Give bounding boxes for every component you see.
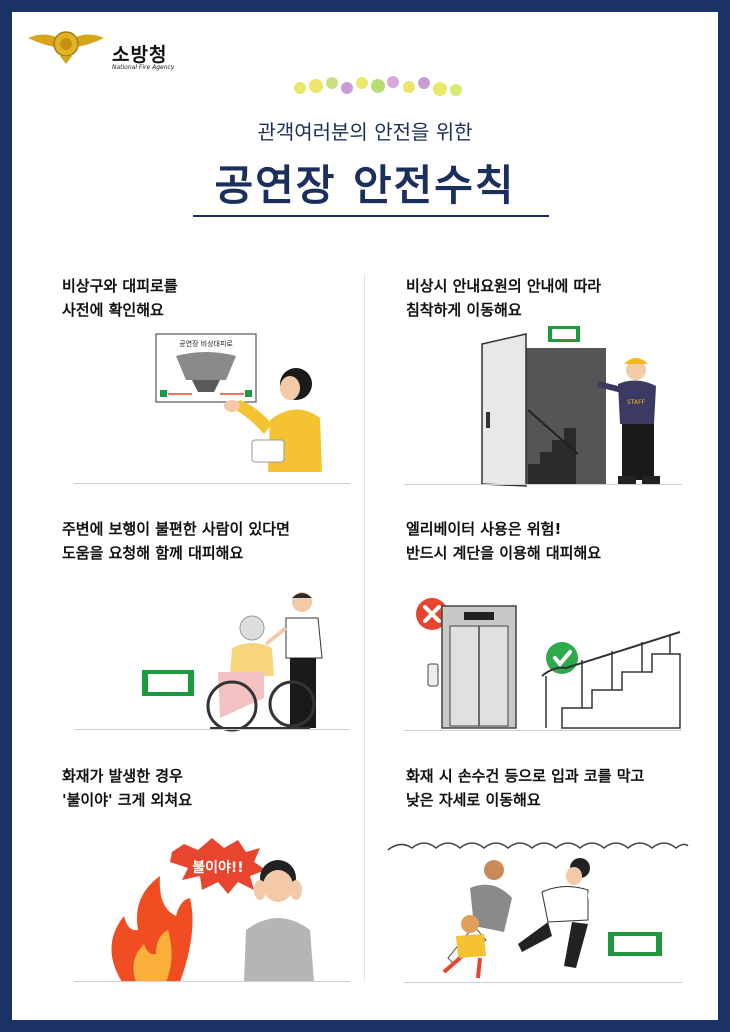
rule-help-others: 주변에 보행이 불편한 사람이 있다면 도움을 요청해 함께 대피해요 bbox=[62, 517, 358, 565]
item-baseline bbox=[404, 730, 682, 731]
poster-title: 공연장 안전수칙 bbox=[214, 161, 516, 210]
agency-english-name: National Fire Agency bbox=[112, 64, 175, 71]
poster: 소방청 National Fire Agency 관객여러분의 안전을 위한 공… bbox=[12, 12, 718, 1020]
title-underline bbox=[193, 215, 549, 217]
rule-check-exits: 비상구와 대피로를 사전에 확인해요 bbox=[62, 274, 352, 322]
smoke-escape-icon bbox=[387, 842, 689, 979]
item-baseline bbox=[404, 982, 682, 983]
agency-name: 소방청 bbox=[112, 44, 168, 66]
agency-logo: 소방청 National Fire Agency bbox=[26, 24, 186, 72]
agency-emblem-icon bbox=[28, 31, 104, 64]
rule-title: 엘리베이터 사용은 위험! 반드시 계단을 이용해 대피해요 bbox=[406, 520, 602, 562]
rule-shout-fire: 화재가 발생한 경우 '불이야' 크게 외쳐요 bbox=[62, 764, 352, 812]
rule-use-stairs: 엘리베이터 사용은 위험! 반드시 계단을 이용해 대피해요 bbox=[406, 517, 706, 565]
svg-text:STAFF: STAFF bbox=[627, 399, 646, 406]
column-divider bbox=[364, 274, 365, 980]
decorative-dots bbox=[294, 76, 462, 96]
item-baseline bbox=[404, 484, 682, 485]
svg-text:불이야!!: 불이야!! bbox=[192, 859, 243, 876]
rule-title: 비상시 안내요원의 안내에 따라 침착하게 이동해요 bbox=[406, 277, 602, 319]
item-baseline bbox=[74, 729, 350, 730]
poster-subtitle: 관객여러분의 안전을 위한 bbox=[257, 120, 473, 144]
rule-cover-mouth: 화재 시 손수건 등으로 입과 코를 막고 낮은 자세로 이동해요 bbox=[406, 764, 706, 812]
svg-text:공연장 비상대피로: 공연장 비상대피로 bbox=[179, 339, 233, 348]
rule-follow-staff: 비상시 안내요원의 안내에 따라 침착하게 이동해요 bbox=[406, 274, 706, 322]
exit-door-staff-icon: STAFF bbox=[481, 326, 660, 487]
rule-title: 화재가 발생한 경우 '불이야' 크게 외쳐요 bbox=[62, 767, 193, 809]
item-baseline bbox=[74, 483, 350, 484]
rule-title: 주변에 보행이 불편한 사람이 있다면 도움을 요청해 함께 대피해요 bbox=[62, 520, 290, 562]
rule-title: 화재 시 손수건 등으로 입과 코를 막고 낮은 자세로 이동해요 bbox=[406, 767, 645, 809]
item-baseline bbox=[74, 981, 350, 982]
wheelchair-assist-icon bbox=[142, 592, 323, 732]
rule-title: 비상구와 대피로를 사전에 확인해요 bbox=[62, 277, 178, 319]
fire-shout-icon: 불이야!! bbox=[111, 838, 314, 982]
elevator-stairs-icon bbox=[416, 598, 681, 729]
evacuation-map-icon: 공연장 비상대피로 bbox=[155, 333, 322, 472]
